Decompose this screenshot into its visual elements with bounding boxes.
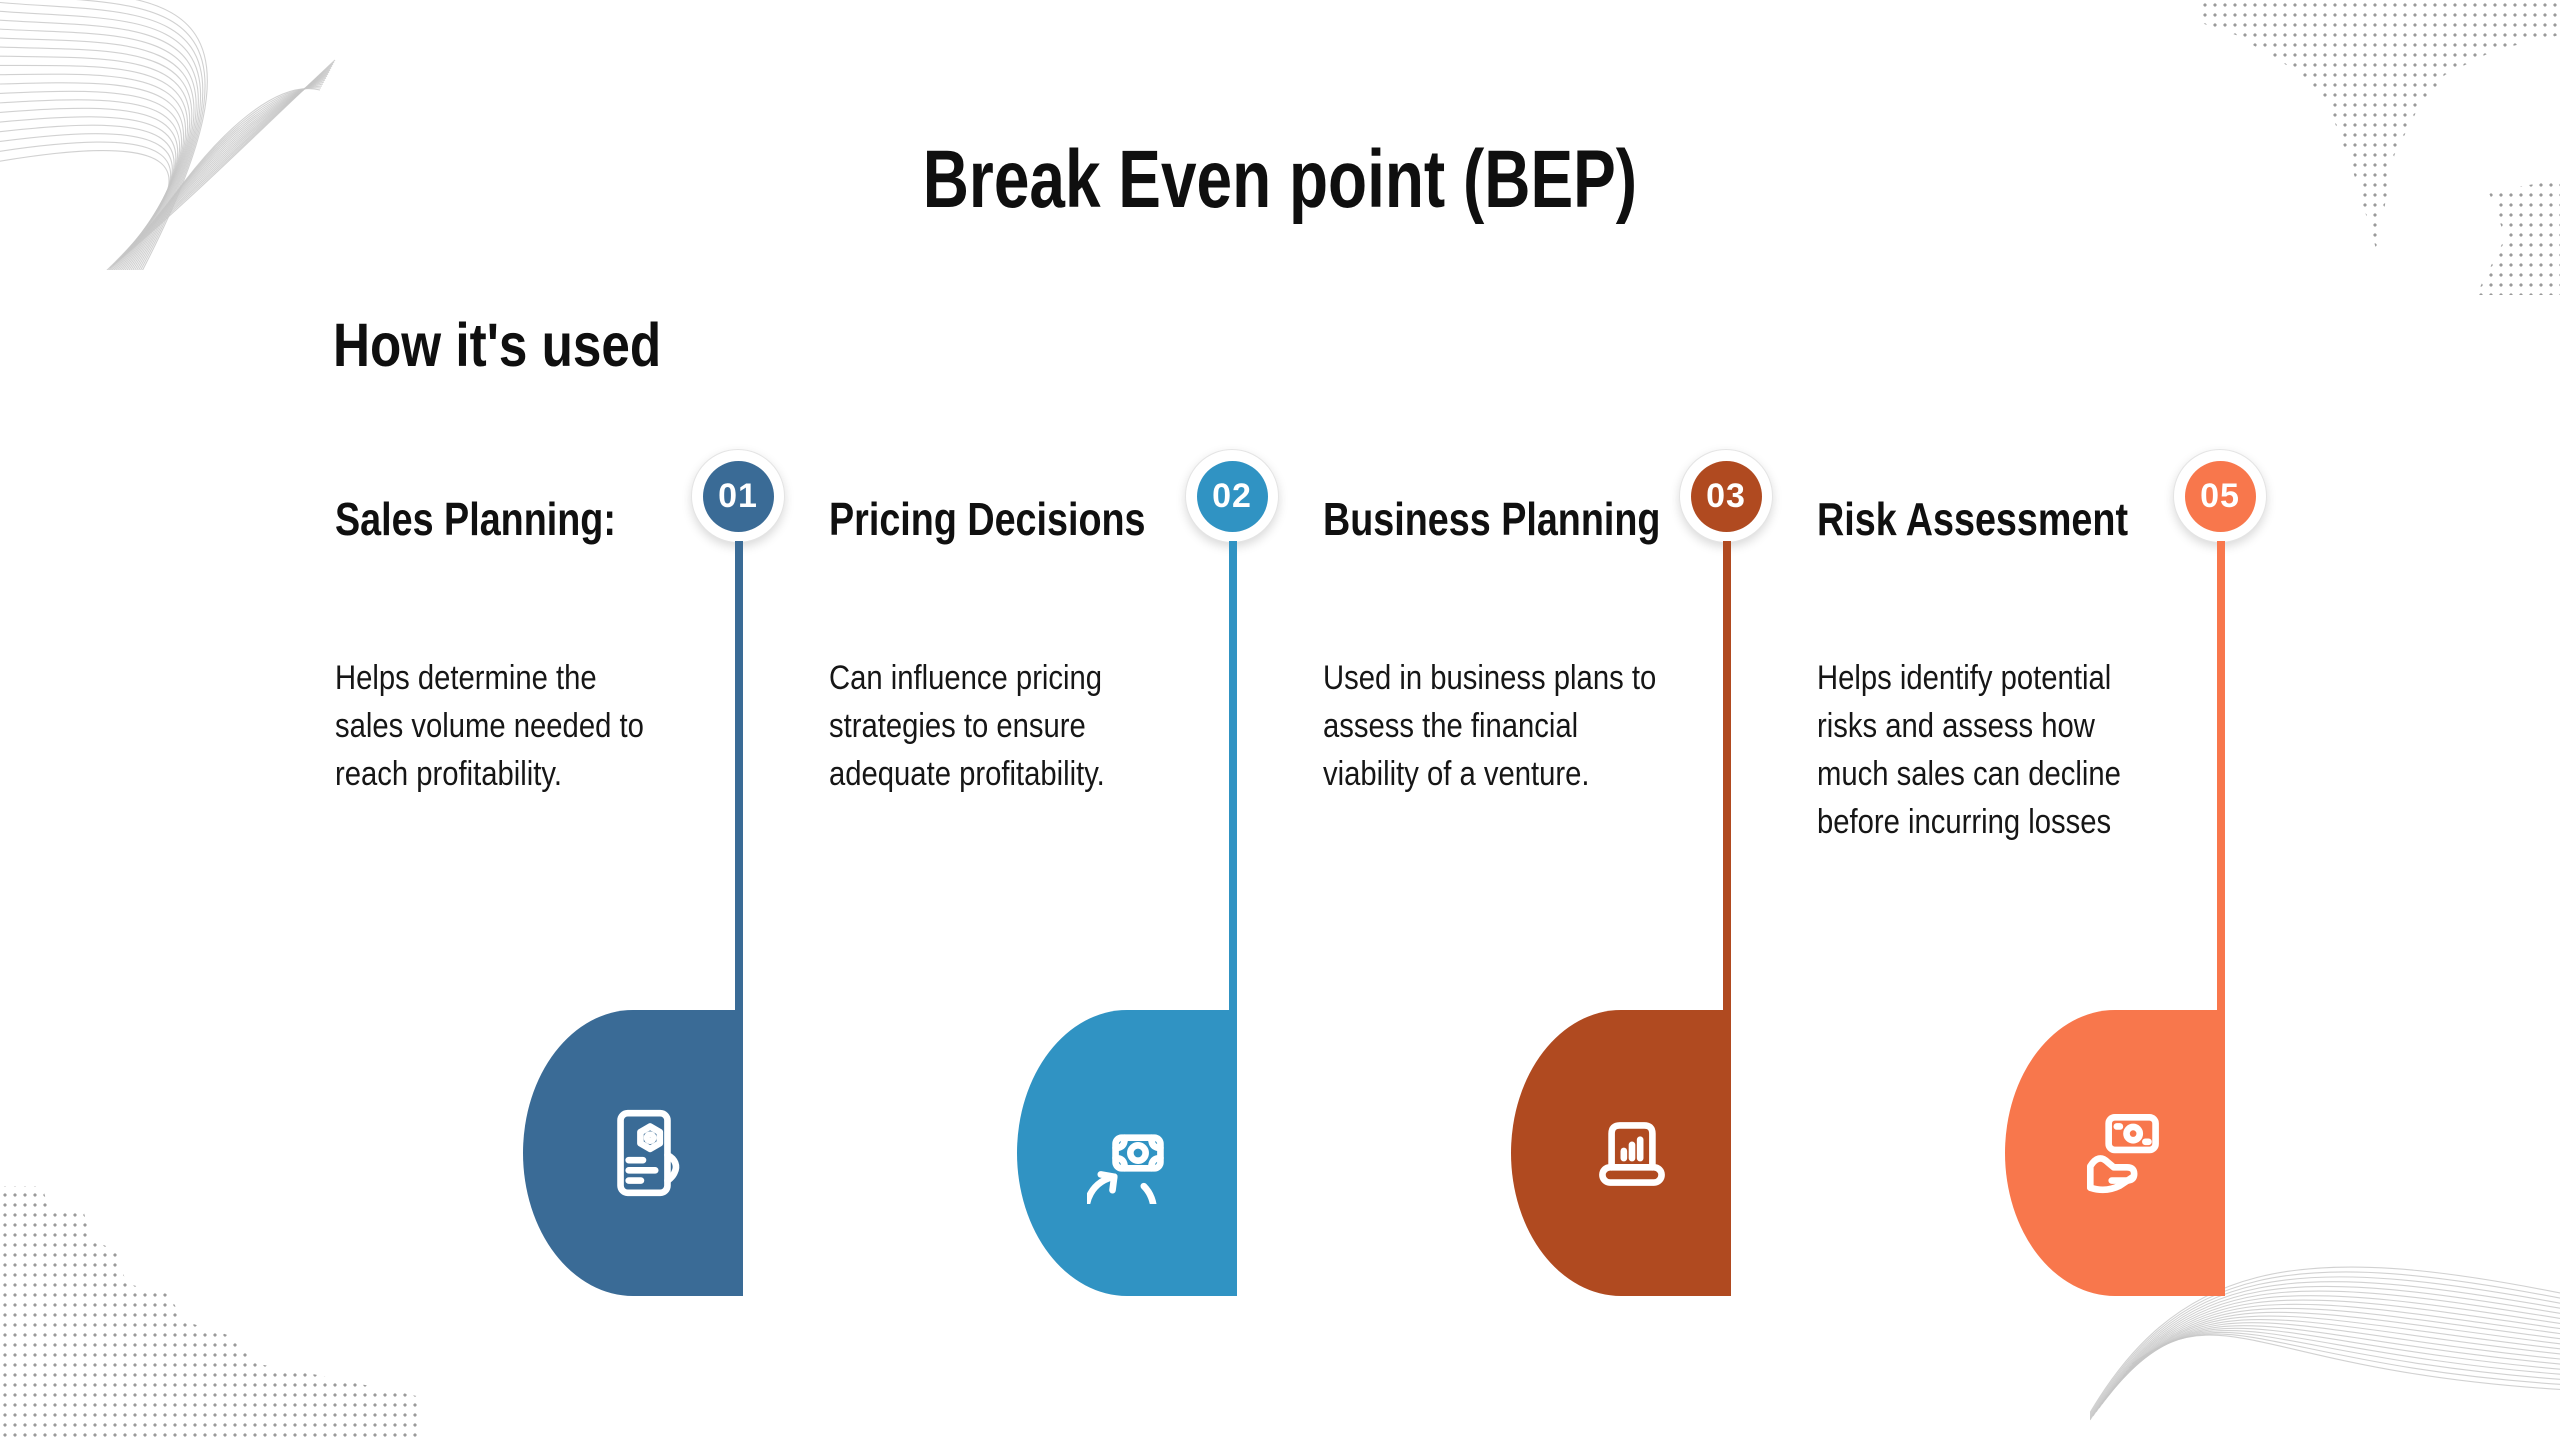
document-invoice-icon — [617, 1109, 680, 1197]
column-description: Helps determine the sales volume needed … — [335, 659, 644, 793]
number-badge: 03 — [1679, 449, 1773, 543]
connector-line — [1723, 541, 1731, 1011]
cash-hand-icon — [2086, 1113, 2159, 1194]
shape-blob — [1017, 1010, 1237, 1296]
column-description: Can influence pricing strategies to ensu… — [829, 659, 1105, 793]
column-title: Business Planning — [1323, 493, 1661, 545]
connector-line — [1229, 541, 1237, 1011]
page-title: Break Even point (BEP) — [922, 134, 1638, 225]
shape-blob — [523, 1010, 743, 1296]
section-heading: How it's used — [333, 311, 662, 379]
column-description: Used in business plans to assess the fin… — [1323, 659, 1657, 793]
badge-number: 03 — [1690, 460, 1762, 532]
usage-column-business-planning: Business Planning 03 Used in business pl… — [1323, 0, 1773, 1440]
usage-column-pricing-decisions: Pricing Decisions 02 Can influence prici… — [829, 0, 1279, 1440]
money-cycle-icon — [1087, 1134, 1164, 1204]
usage-column-risk-assessment: Risk Assessment 05 Helps identify potent… — [1817, 0, 2267, 1440]
column-title: Pricing Decisions — [829, 493, 1146, 545]
number-badge: 01 — [691, 449, 785, 543]
column-description: Helps identify potential risks and asses… — [1817, 659, 2121, 841]
badge-number: 05 — [2184, 460, 2256, 532]
number-badge: 02 — [1185, 449, 1279, 543]
connector-line — [2217, 541, 2225, 1011]
badge-number: 02 — [1196, 460, 1268, 532]
badge-number: 01 — [702, 460, 774, 532]
column-title: Risk Assessment — [1817, 493, 2129, 545]
connector-line — [735, 541, 743, 1011]
shape-blob — [2005, 1010, 2225, 1296]
usage-column-sales-planning: Sales Planning: 01 Helps determine the s… — [335, 0, 785, 1440]
column-title: Sales Planning: — [335, 493, 616, 545]
shape-blob — [1511, 1010, 1731, 1296]
number-badge: 05 — [2173, 449, 2267, 543]
laptop-chart-icon — [1599, 1122, 1665, 1186]
